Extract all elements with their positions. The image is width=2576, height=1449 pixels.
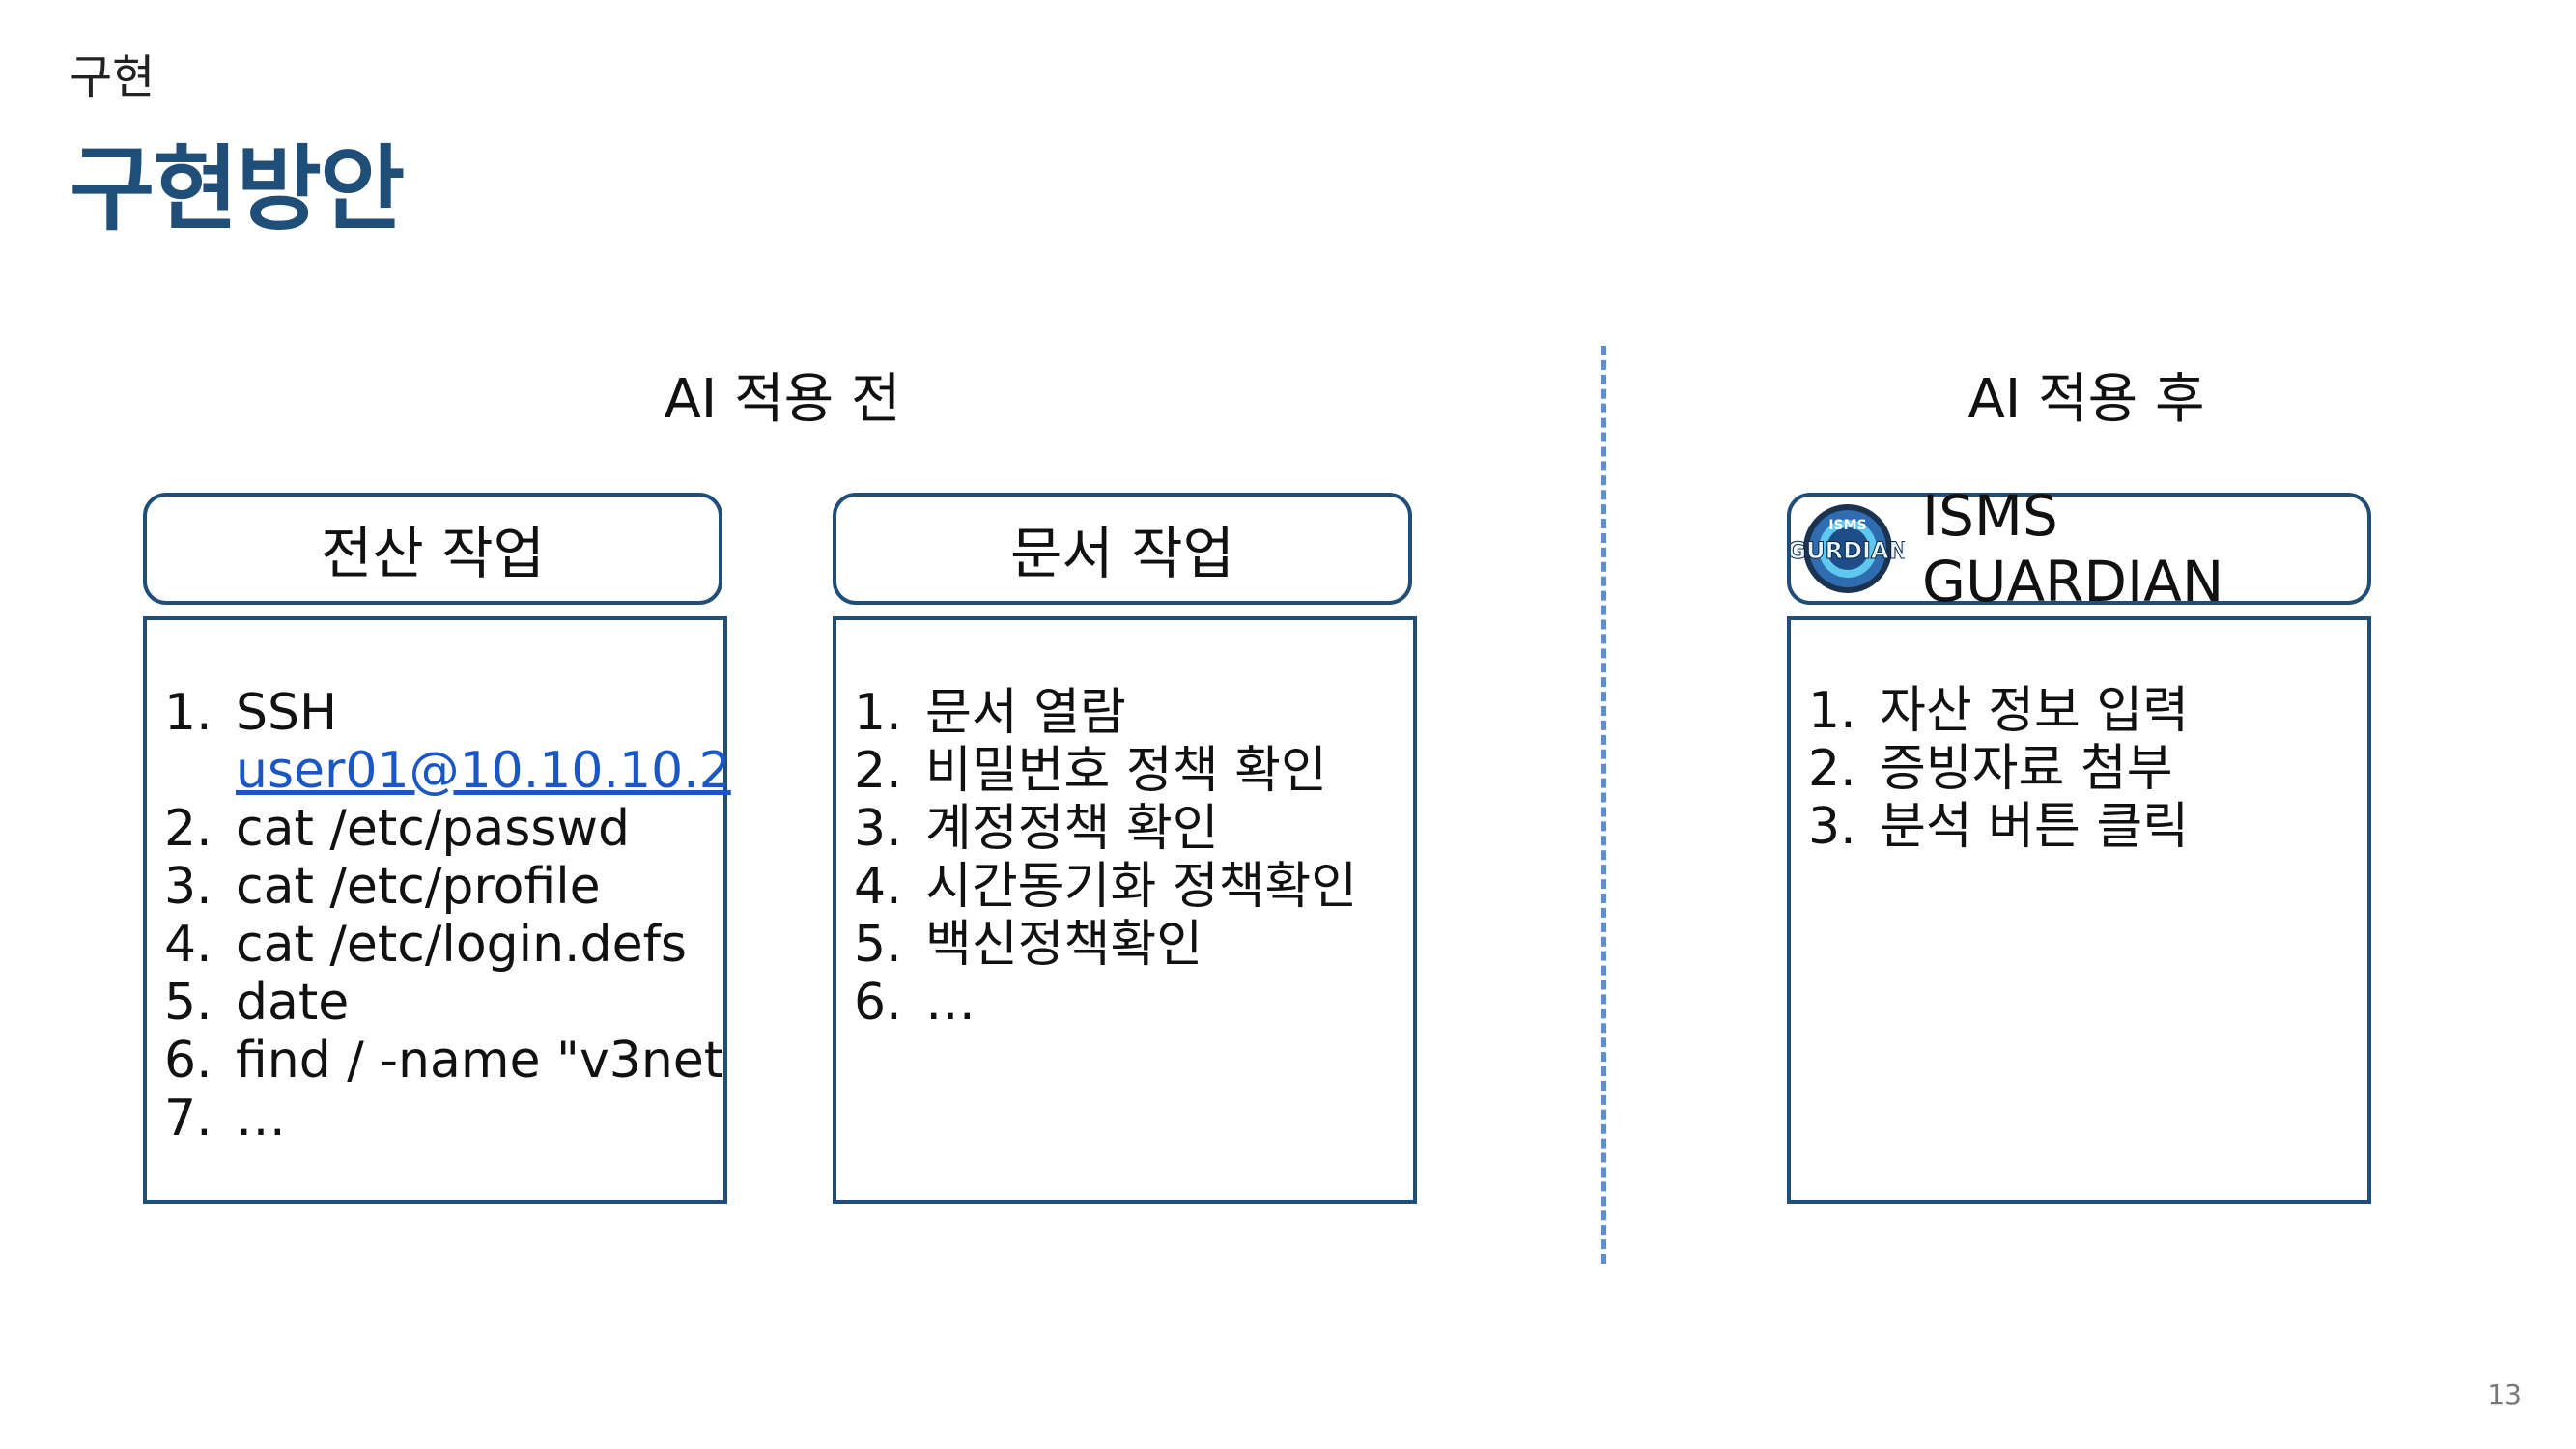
list-item: 4. cat /etc/login.defs [164,916,731,974]
document-work-list-box: 1. 문서 열람 2. 비밀번호 정책 확인 3. 계정정책 확인 4. 시간동… [833,616,1417,1204]
isms-guardian-list: 1. 자산 정보 입력 2. 증빙자료 첨부 3. 분석 버튼 클릭 [1808,682,2189,856]
list-item-text: … [236,1090,286,1148]
list-item-number: 3. [164,858,212,916]
list-item-number: 1. [1808,682,1856,740]
page-title: 구현방안 [70,135,405,243]
list-item-text: date [236,974,350,1032]
document-work-list: 1. 문서 열람 2. 비밀번호 정책 확인 3. 계정정책 확인 4. 시간동… [854,684,1357,1032]
list-item-number: 3. [854,800,902,858]
ssh-address-link[interactable]: user01@10.10.10.2 [236,742,731,800]
after-section-label: AI 적용 후 [1967,368,2205,431]
it-work-list-box: 1. SSH user01@10.10.10.2 2. cat /etc/pas… [143,616,731,1204]
list-item: 1. SSH user01@10.10.10.2 [164,684,731,800]
list-item: 5. 백신정책확인 [854,916,1357,974]
list-item: 1. 자산 정보 입력 [1808,682,2189,740]
logo-text-main: GURDIAN [1791,537,1905,564]
it-work-header-label: 전산 작업 [321,521,545,586]
it-work-list: 1. SSH user01@10.10.10.2 2. cat /etc/pas… [164,684,731,1148]
list-item-number: 2. [1808,740,1856,798]
list-item-text: 자산 정보 입력 [1880,682,2190,740]
list-item-number: 3. [1808,798,1856,856]
page-number: 13 [2487,1378,2522,1410]
it-work-header: 전산 작업 [143,493,722,605]
section-divider [1601,346,1606,1264]
list-item-number: 6. [164,1032,212,1090]
list-item: 3. cat /etc/profile [164,858,731,916]
list-item-number: 6. [854,974,902,1032]
list-item-number: 1. [854,684,902,742]
list-item-number: 5. [854,916,902,974]
list-item-number: 4. [854,858,902,916]
list-item-text: 비밀번호 정책 확인 [925,742,1327,800]
list-item: 3. 분석 버튼 클릭 [1808,798,2189,856]
breadcrumb: 구현 [70,50,156,104]
list-item: 2. 비밀번호 정책 확인 [854,742,1357,800]
list-item: 2. cat /etc/passwd [164,800,731,858]
isms-guardian-header-label: ISMS GUARDIAN [1922,483,2224,614]
list-item-number: 4. [164,916,212,974]
list-item-text: 시간동기화 정책확인 [925,858,1358,916]
list-item-number: 1. [164,684,212,742]
list-item: 3. 계정정책 확인 [854,800,1357,858]
list-item-text: 문서 열람 [925,684,1126,742]
isms-guardian-header: ISMS GURDIAN ISMS GUARDIAN [1787,483,2371,614]
list-item-text: 증빙자료 첨부 [1880,740,2173,798]
list-item-number: 2. [854,742,902,800]
document-work-header-label: 문서 작업 [1010,521,1234,586]
list-item: 6. find / -name "v3net [164,1032,731,1090]
list-item-number: 5. [164,974,212,1032]
list-item: 6. … [854,974,1357,1032]
list-item: 4. 시간동기화 정책확인 [854,858,1357,916]
logo-text-top: ISMS [1828,518,1866,533]
list-item-label: SSH [236,684,338,742]
list-item-text: 분석 버튼 클릭 [1880,798,2190,856]
list-item: 1. 문서 열람 [854,684,1357,742]
document-work-header: 문서 작업 [833,493,1412,605]
list-item-number: 2. [164,800,212,858]
list-item-number: 7. [164,1090,212,1148]
list-item-text: 백신정책확인 [925,916,1203,974]
list-item: 7. … [164,1090,731,1148]
list-item-text: 계정정책 확인 [925,800,1219,858]
list-item: 2. 증빙자료 첨부 [1808,740,2189,798]
list-item-text: … [925,974,976,1032]
before-section-label: AI 적용 전 [664,368,901,431]
list-item-text: SSH user01@10.10.10.2 [236,684,731,800]
list-item-text: cat /etc/profile [236,858,601,916]
isms-guardian-logo-icon: ISMS GURDIAN [1791,504,1905,593]
isms-guardian-list-box: 1. 자산 정보 입력 2. 증빙자료 첨부 3. 분석 버튼 클릭 [1787,616,2371,1204]
list-item-text: cat /etc/passwd [236,800,630,858]
list-item-text: find / -name "v3net [236,1032,724,1090]
list-item: 5. date [164,974,731,1032]
list-item-text: cat /etc/login.defs [236,916,687,974]
